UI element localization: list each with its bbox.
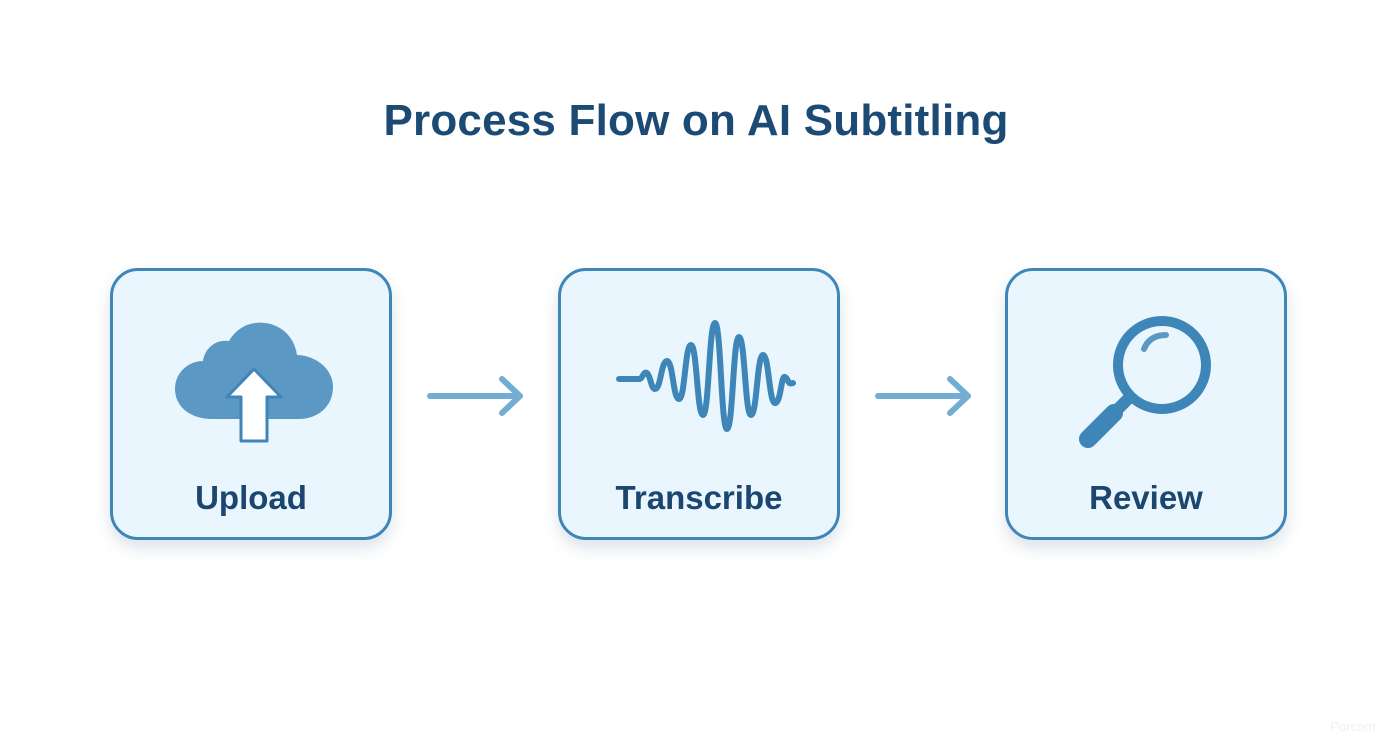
step-label-upload: Upload (195, 479, 307, 516)
arrow-right-icon (875, 376, 971, 416)
step-card-transcribe: Transcribe (558, 268, 840, 540)
arrow-right-icon (427, 376, 523, 416)
sound-wave-icon (616, 320, 796, 432)
step-label-transcribe: Transcribe (615, 479, 783, 516)
step-label-review: Review (1089, 479, 1203, 516)
step-card-review: Review (1005, 268, 1287, 540)
watermark: Porcorn (1330, 719, 1376, 734)
cloud-upload-icon (175, 322, 333, 443)
step-card-upload: Upload (110, 268, 392, 540)
diagram-title: Process Flow on AI Subtitling (383, 96, 1009, 145)
magnifying-glass-icon (1079, 316, 1211, 448)
